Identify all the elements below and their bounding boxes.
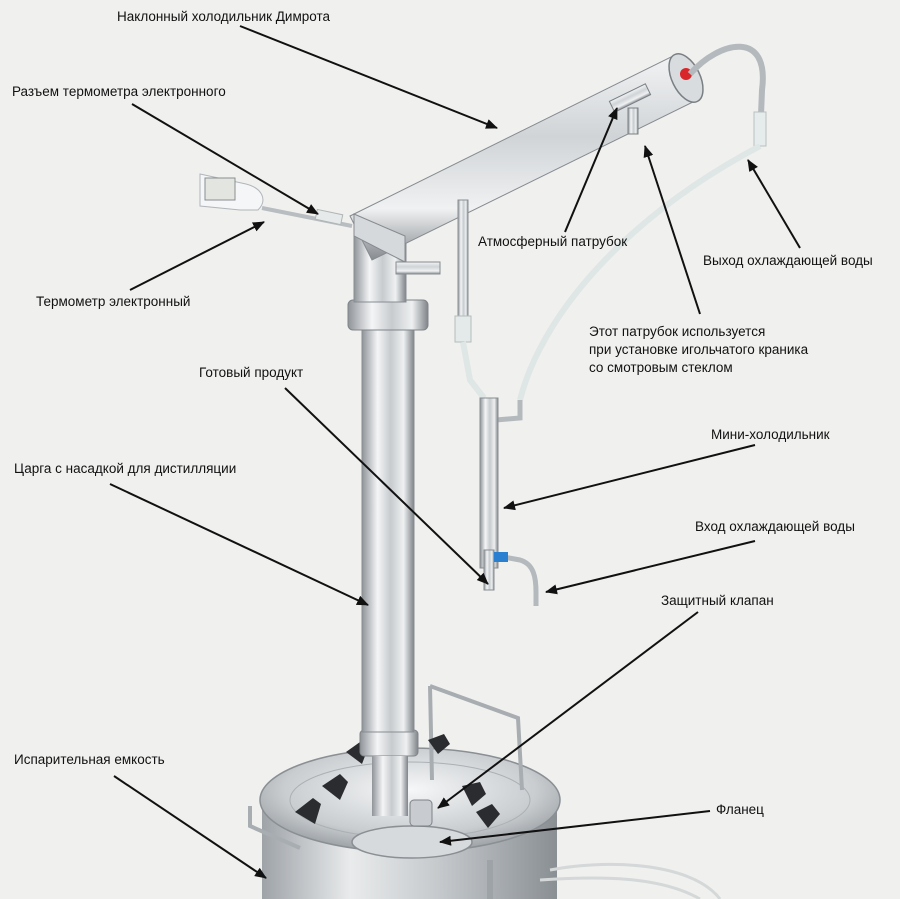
arrow-flange [439,810,711,846]
pointer-arrows [109,25,801,879]
label-flange: Фланец [716,802,764,817]
label-tank: Испарительная емкость [14,752,165,767]
distillation-column [361,329,415,733]
arrow-thermometer [129,221,265,291]
product-drop-tube [457,199,469,331]
label-cooling-in: Вход охлаждающей воды [695,519,855,534]
arrow-condenser [239,25,498,129]
cooling-hose [517,143,762,401]
arrow-column [109,483,369,606]
label-atmo-port: Атмосферный патрубок [478,234,628,249]
arrow-product [284,387,489,585]
column-bottom-clamp [359,729,419,757]
label-needle-port-line-1: Этот патрубок используется [589,324,766,339]
column-top-clamp [347,299,429,331]
arrow-atmo-port [564,107,618,233]
label-needle-port: Этот патрубок используется при установке… [589,323,859,377]
label-column: Царга с насадкой для дистилляции [14,461,237,476]
label-thermo-connector: Разъем термометра электронного [12,84,226,99]
mini-cooler-body [479,397,499,569]
label-needle-port-line-3: со смотровым стеклом [589,360,733,375]
dimroth-condenser [349,43,767,263]
label-product: Готовый продукт [199,365,304,380]
label-thermometer: Термометр электронный [36,294,191,309]
label-mini-cooler: Мини-холодильник [711,427,830,442]
arrow-cooling-out [747,159,801,249]
label-cooling-out: Выход охлаждающей воды [703,253,873,268]
label-condenser: Наклонный холодильник Димрота [117,9,331,24]
side-port [395,261,441,275]
electronic-thermometer [199,173,353,228]
safety-valve-body [409,799,433,827]
arrow-safety-valve [437,611,699,809]
arrow-cooling-in [545,540,756,595]
label-needle-port-line-2: при установке игольчатого краника [589,342,809,357]
flange-ring [351,825,473,859]
arrow-mini-cooler [503,444,756,511]
label-safety-valve: Защитный клапан [661,593,774,608]
arrow-thermo-connector [131,103,319,215]
arrow-tank [113,775,267,879]
arrow-needle-port [643,145,701,315]
